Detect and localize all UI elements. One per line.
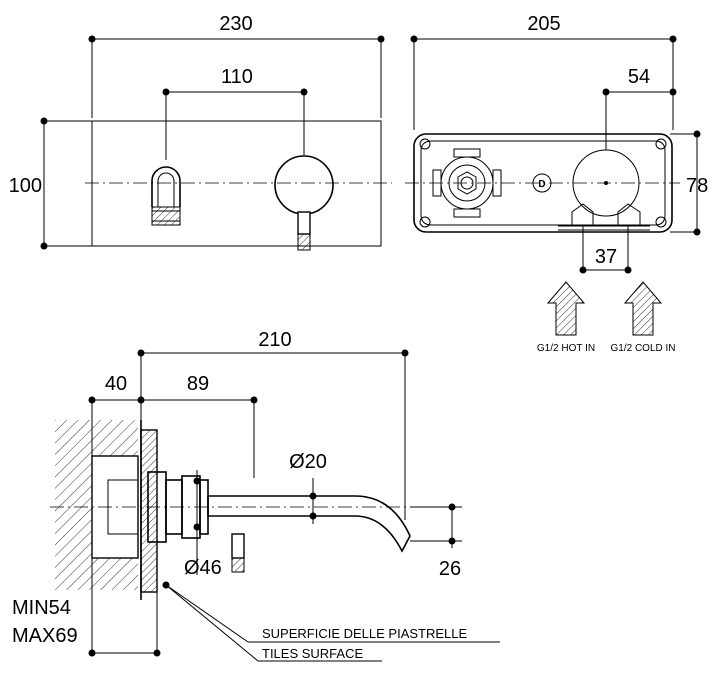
front-height-label: 100 xyxy=(9,175,42,197)
body-length-dimension: 89 xyxy=(141,373,258,478)
box-offset-dimension: 54 xyxy=(602,66,677,150)
tile-surface-note: SUPERFICIE DELLE PIASTRELLE TILES SURFAC… xyxy=(162,581,500,662)
spout-front xyxy=(151,166,181,226)
wall-depth-label: 40 xyxy=(105,373,127,395)
hot-inlet-arrow: G1/2 HOT IN xyxy=(537,281,595,354)
box-height-label: 78 xyxy=(686,175,708,197)
cold-valve xyxy=(558,149,650,231)
tile-surface-english: TILES SURFACE xyxy=(262,646,363,661)
outlet-drop-label: 26 xyxy=(439,558,461,580)
body-length-label: 89 xyxy=(187,373,209,395)
handle-front xyxy=(274,155,334,251)
front-view: 230 110 100 xyxy=(9,13,392,251)
brand-logo-text: D xyxy=(538,179,545,190)
box-height-dimension: 78 xyxy=(670,130,708,236)
inlet-spacing-label: 37 xyxy=(595,246,617,268)
inlet-spacing-dimension: 37 xyxy=(579,226,632,274)
hot-valve xyxy=(432,148,502,218)
spout-diameter-dimension: Ø20 xyxy=(289,451,327,524)
body-box xyxy=(413,133,673,233)
cold-inlet-arrow: G1/2 COLD IN xyxy=(610,281,676,354)
spout-diameter-label: Ø20 xyxy=(289,451,327,473)
tile-layer xyxy=(140,429,158,593)
front-width-dimension: 230 xyxy=(88,13,385,118)
projection-label: 210 xyxy=(258,329,291,351)
front-height-dimension: 100 xyxy=(9,117,92,250)
hot-inlet-label: G1/2 HOT IN xyxy=(537,343,595,354)
cold-inlet-label: G1/2 COLD IN xyxy=(610,343,675,354)
outlet-drop-dimension: 26 xyxy=(410,503,462,580)
max-depth-label: MAX69 xyxy=(12,625,78,647)
box-width-label: 205 xyxy=(527,13,560,35)
front-spacing-dimension: 110 xyxy=(162,66,308,160)
spout-side xyxy=(207,495,411,553)
box-view: 205 54 78 xyxy=(405,13,708,354)
side-view: 210 40 89 xyxy=(12,329,500,662)
min-max-dimension: MIN54 MAX69 xyxy=(12,597,161,657)
handle-diameter-dimension: Ø46 xyxy=(184,470,222,579)
min-depth-label: MIN54 xyxy=(12,597,71,619)
handle-diameter-label: Ø46 xyxy=(184,557,222,579)
box-width-dimension: 205 xyxy=(410,13,677,130)
tile-surface-italian: SUPERFICIE DELLE PIASTRELLE xyxy=(262,626,468,641)
brand-logo: D xyxy=(532,173,552,193)
front-spacing-label: 110 xyxy=(221,66,253,88)
front-width-label: 230 xyxy=(219,13,252,35)
cover-plate xyxy=(91,120,382,247)
projection-dimension: 210 xyxy=(137,329,409,520)
handle-lever xyxy=(231,533,245,559)
box-offset-label: 54 xyxy=(628,66,650,88)
